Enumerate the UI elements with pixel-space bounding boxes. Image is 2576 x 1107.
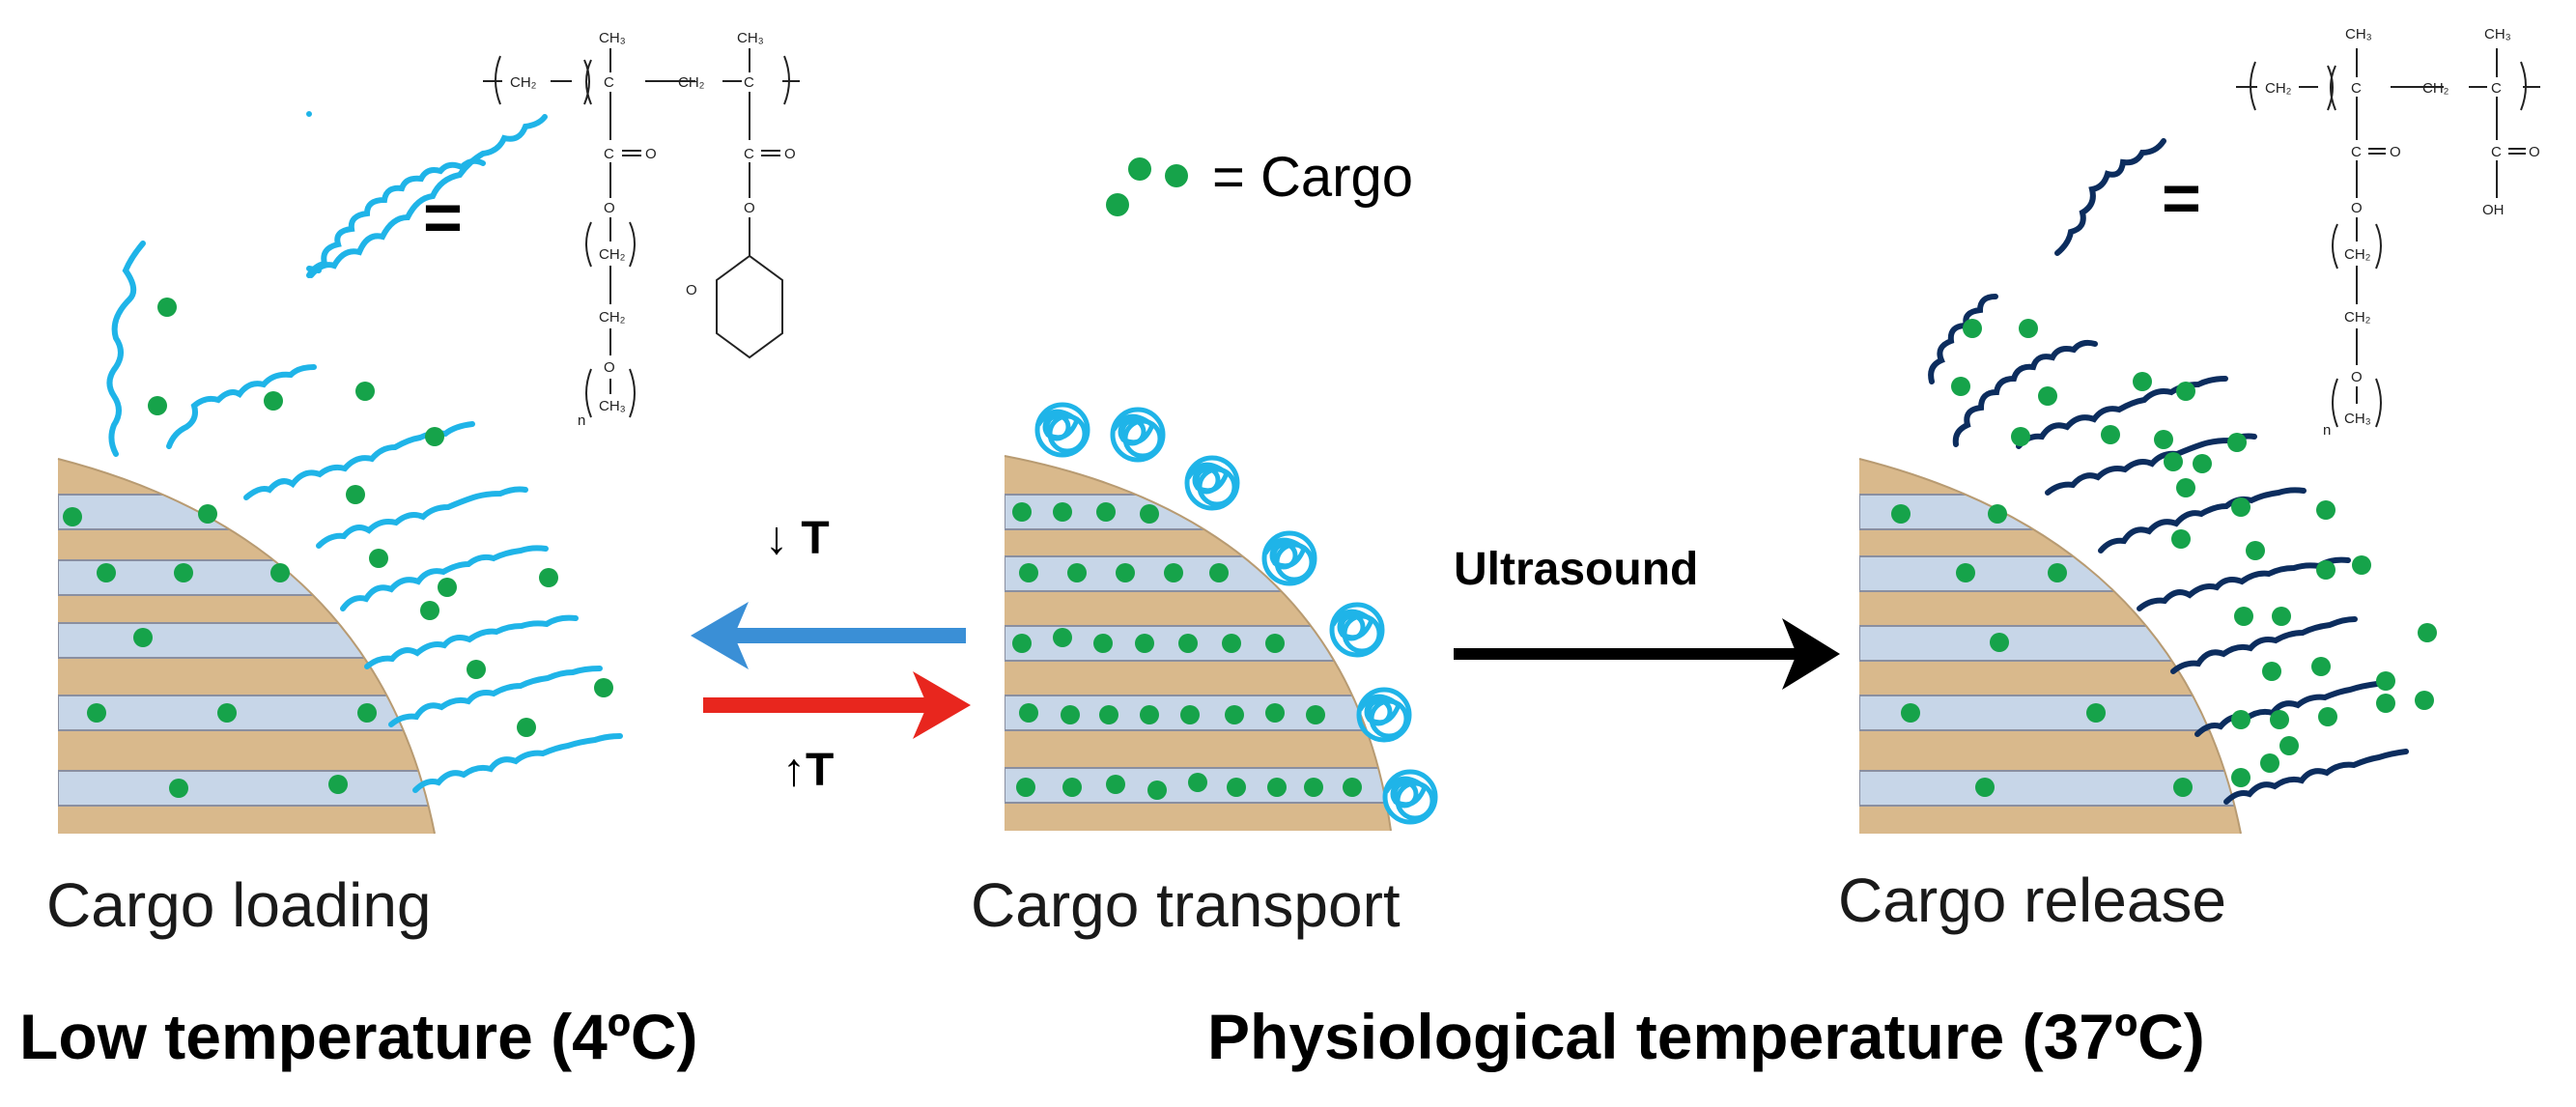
polymer-structure-right-labels: CH₃ CH₃ CH₂ C CH₂ C C O C O O OH CH₂ CH₂… bbox=[2265, 26, 2540, 439]
chem-label: C bbox=[604, 74, 614, 91]
chem-label: CH₃ bbox=[737, 30, 764, 46]
polymer-structure-left-labels: CH₃ CH₃ CH₂ C CH₂ C C O C O O O CH₂ CH₂ … bbox=[510, 30, 796, 429]
chem-label: OH bbox=[2482, 202, 2505, 218]
chem-label: C bbox=[604, 146, 614, 162]
chem-label: CH₂ bbox=[510, 74, 537, 91]
chem-label: CH₂ bbox=[2344, 309, 2371, 326]
ultrasound-arrow bbox=[1454, 618, 1840, 690]
chem-label: O bbox=[2390, 144, 2401, 160]
chem-label: O bbox=[686, 282, 697, 298]
chem-label: C bbox=[2491, 80, 2502, 97]
panel-label-release: Cargo release bbox=[1838, 866, 2226, 935]
chem-label: C bbox=[744, 146, 754, 162]
heating-arrow bbox=[703, 671, 971, 739]
temperature-label-physiological: Physiological temperature (37ºC) bbox=[1207, 1001, 2205, 1072]
chem-label: O bbox=[784, 146, 796, 162]
chem-label: n bbox=[578, 412, 585, 429]
polymer-globules-collapsed bbox=[1034, 402, 1438, 825]
chem-label: n bbox=[2323, 422, 2331, 439]
chem-label: O bbox=[2529, 144, 2540, 160]
cooling-label: ↓ T bbox=[765, 513, 830, 564]
chem-label: O bbox=[2351, 200, 2363, 216]
cargo-dots-transport bbox=[1012, 502, 1362, 800]
cargo-legend-label: = Cargo bbox=[1212, 146, 1413, 209]
cooling-arrow bbox=[691, 602, 966, 669]
chem-label: C bbox=[744, 74, 754, 91]
cargo-legend-icon bbox=[1106, 157, 1188, 216]
chem-label: O bbox=[604, 359, 615, 376]
polymer-equals-right: = bbox=[2162, 160, 2201, 236]
polymer-chains-hydrolyzed bbox=[1928, 138, 2409, 805]
chem-label: CH₂ bbox=[2265, 80, 2292, 97]
temperature-label-low: Low temperature (4ºC) bbox=[19, 1001, 698, 1072]
chem-label: C bbox=[2351, 80, 2362, 97]
chem-label: CH₃ bbox=[2344, 411, 2371, 427]
cargo-dots-loading bbox=[63, 298, 613, 798]
ultrasound-label: Ultrasound bbox=[1454, 544, 1699, 595]
polymer-chains-extended bbox=[106, 111, 623, 793]
chem-label: CH₂ bbox=[599, 309, 626, 326]
chem-label: CH₃ bbox=[599, 398, 626, 414]
polymer-structure-right bbox=[2236, 48, 2540, 428]
panel-label-transport: Cargo transport bbox=[971, 870, 1401, 940]
chem-label: CH₃ bbox=[599, 30, 626, 46]
chem-label: CH₃ bbox=[2484, 26, 2511, 43]
chem-label: C bbox=[2351, 144, 2362, 160]
chem-label: CH₂ bbox=[678, 74, 705, 91]
chem-label: CH₂ bbox=[2422, 80, 2449, 97]
chem-label: CH₂ bbox=[599, 246, 626, 263]
heating-label: ↑T bbox=[782, 745, 835, 796]
panel-label-loading: Cargo loading bbox=[46, 870, 432, 940]
polymer-equals-left: = bbox=[423, 180, 463, 255]
chem-label: CH₃ bbox=[2345, 26, 2372, 43]
cargo-dots-release bbox=[1891, 319, 2437, 797]
chem-label: O bbox=[645, 146, 657, 162]
chem-label: O bbox=[604, 200, 615, 216]
chem-label: C bbox=[2491, 144, 2502, 160]
chem-label: CH₂ bbox=[2344, 246, 2371, 263]
particle-loading bbox=[57, 458, 436, 835]
polymer-structure-left bbox=[483, 48, 800, 418]
chem-label: O bbox=[744, 200, 755, 216]
chem-label: O bbox=[2351, 369, 2363, 385]
